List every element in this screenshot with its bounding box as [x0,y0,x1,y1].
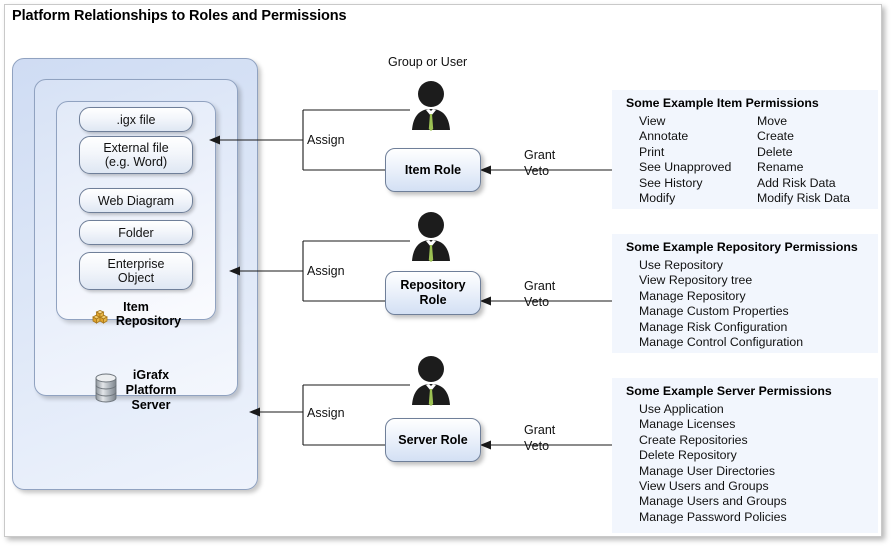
grant-label-server: Grant [524,423,556,437]
repository-label: Repository [115,314,182,328]
veto-label-repository: Veto [524,295,550,309]
permission-item: See History [639,175,703,190]
group-or-user-caption: Group or User [388,55,468,69]
grant-label-item: Grant [524,148,556,162]
permission-item: Rename [757,160,804,175]
permission-item: View Users and Groups [639,479,769,494]
server-permissions-panel: Some Example Server Permissions Use Appl… [612,378,878,533]
permission-item: Manage Users and Groups [639,494,787,509]
assign-label-server: Assign [307,406,345,420]
repository-cubes-icon [91,309,109,332]
repository-permissions-title: Some Example Repository Permissions [626,240,858,254]
veto-label-server: Veto [524,439,550,453]
database-icon [94,373,118,408]
item-permissions-col-1: View Annotate Print See Unapproved See H… [626,114,744,206]
permission-item: View [639,114,666,128]
person-icon-item [409,80,453,132]
server-role-box[interactable]: Server Role [385,418,481,462]
permission-item: Modify [639,191,676,206]
server-permissions-list: Use Application Manage Licenses Create R… [626,402,878,525]
repository-label-row: Repository [34,309,238,332]
permission-item: View Repository tree [639,273,753,288]
permission-item: Manage Custom Properties [639,304,789,319]
assign-label-repository: Assign [307,264,345,278]
permission-item: Manage User Directories [639,463,775,478]
permission-item: Manage Repository [639,288,746,303]
permission-item: Delete Repository [639,448,737,463]
assign-label-item: Assign [307,133,345,147]
permission-item: Annotate [639,129,689,144]
page-title: Platform Relationships to Roles and Perm… [12,8,347,24]
permission-item: Move [757,114,788,128]
grant-label-repository: Grant [524,279,556,293]
item-permissions-col-2: Move Create Delete Rename Add Risk Data … [744,114,850,206]
item-type-folder: Folder [79,220,193,245]
permission-item: See Unapproved [639,160,732,175]
permission-item: Manage Risk Configuration [639,319,788,334]
item-type-enterprise-object: Enterprise Object [79,252,193,290]
platform-server-label-row: iGrafx Platform Server [12,368,258,413]
permission-item: Delete [757,144,793,159]
permission-item: Modify Risk Data [757,191,850,206]
permission-item: Add Risk Data [757,175,836,190]
item-container-label: Item [123,300,149,314]
platform-server-label: iGrafx Platform Server [125,368,177,412]
item-type-external-file: External file (e.g. Word) [79,136,193,174]
person-icon-server [409,355,453,407]
permission-item: Use Repository [639,258,724,272]
permission-item: Use Application [639,402,724,416]
permission-item: Create Repositories [639,432,748,447]
item-permissions-panel: Some Example Item Permissions View Annot… [612,90,878,209]
permission-item: Manage Control Configuration [639,335,804,350]
permission-item: Print [639,144,665,159]
permission-item: Manage Password Policies [639,509,787,524]
repository-role-box[interactable]: Repository Role [385,271,481,315]
server-permissions-title: Some Example Server Permissions [626,384,832,398]
item-type-igx-file: .igx file [79,107,193,132]
permission-item: Create [757,129,794,144]
repository-permissions-list: Use Repository View Repository tree Mana… [626,258,878,350]
item-permissions-title: Some Example Item Permissions [626,96,819,110]
veto-label-item: Veto [524,164,550,178]
item-role-box[interactable]: Item Role [385,148,481,192]
person-icon-repository [409,211,453,263]
permission-item: Manage Licenses [639,417,736,432]
repository-permissions-panel: Some Example Repository Permissions Use … [612,234,878,353]
item-type-web-diagram: Web Diagram [79,188,193,213]
